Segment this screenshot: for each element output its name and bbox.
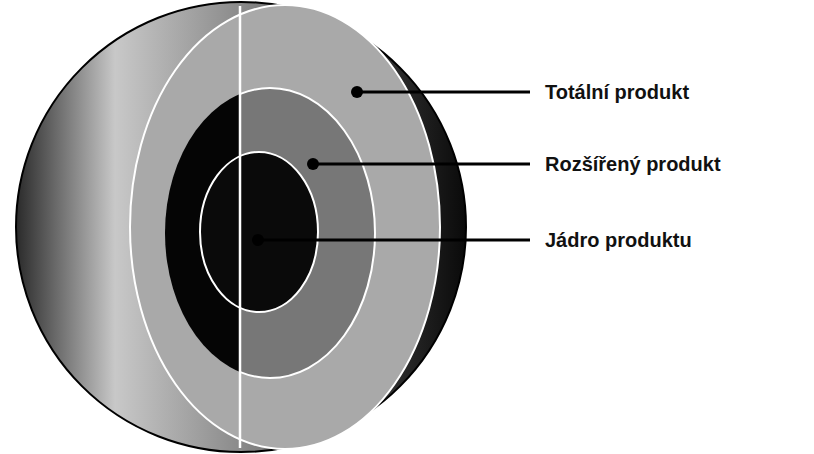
layer-label: Rozšířený produkt bbox=[545, 152, 721, 176]
leader-lines bbox=[252, 86, 530, 246]
outer-layer bbox=[130, 5, 440, 449]
layer-label: Jádro produktu bbox=[545, 228, 692, 252]
layer-label: Totální produkt bbox=[545, 80, 689, 104]
core-layer bbox=[200, 152, 318, 312]
sphere bbox=[16, 2, 466, 452]
middle-layer bbox=[165, 88, 375, 378]
cut-line bbox=[239, 6, 242, 448]
